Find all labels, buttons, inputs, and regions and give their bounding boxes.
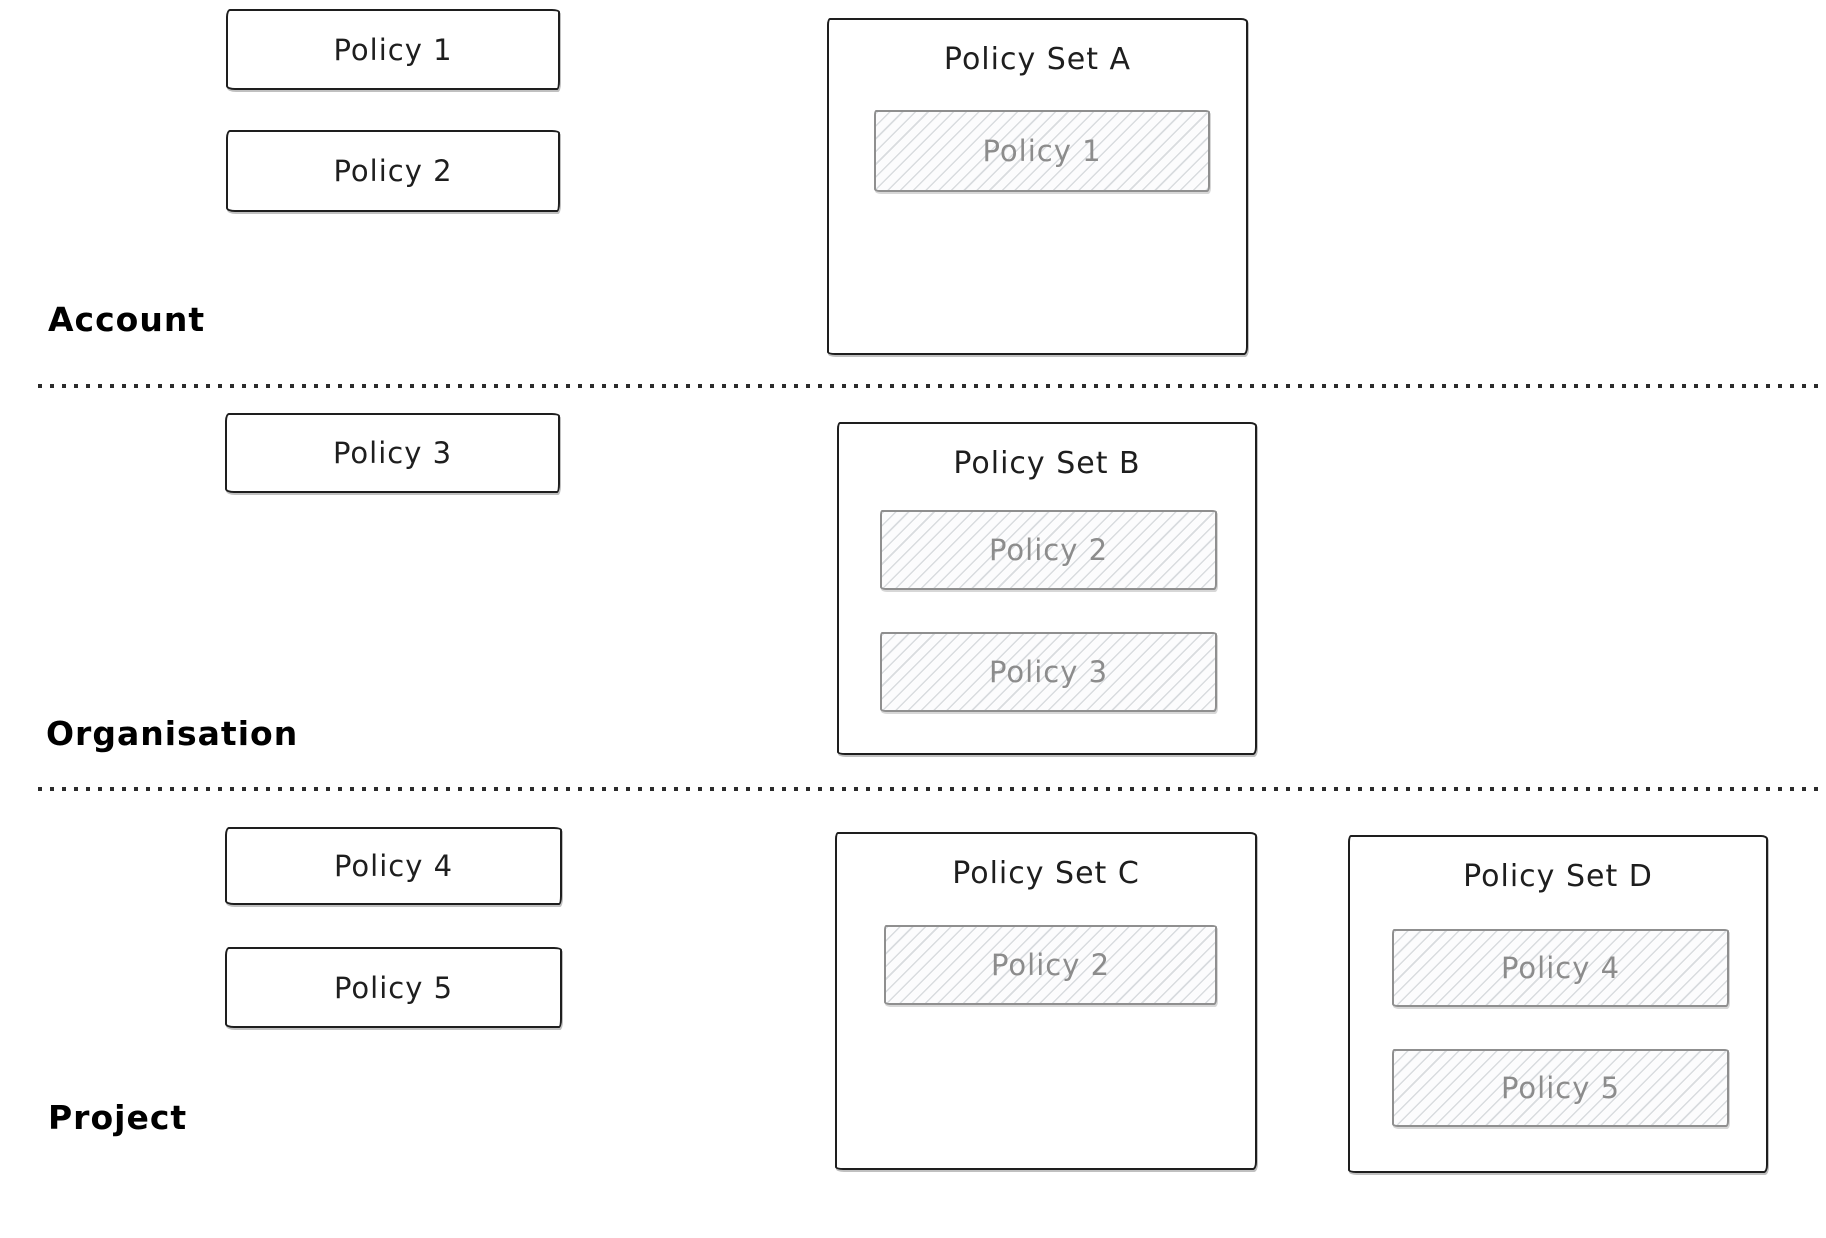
policy-box-label: Policy 5 (333, 970, 454, 1005)
policy-set-member-label: Policy 2 (988, 533, 1109, 567)
policy-set-member-label: Policy 2 (990, 948, 1111, 982)
policy-set-member-label: Policy 1 (982, 134, 1102, 168)
band-divider (38, 384, 1826, 388)
band-label-account: Account (48, 300, 206, 339)
policy-set-container: Policy Set C Policy 2 (835, 832, 1257, 1170)
policy-set-member: Policy 5 (1392, 1049, 1729, 1127)
policy-box-label: Policy 2 (333, 154, 453, 188)
policy-set-container: Policy Set D Policy 4 Policy 5 (1348, 835, 1768, 1173)
band-label-project: Project (48, 1098, 188, 1137)
policy-box: Policy 3 (225, 413, 560, 493)
policy-box: Policy 4 (225, 827, 562, 905)
policy-set-container: Policy Set B Policy 2 Policy 3 (837, 422, 1257, 755)
policy-box-label: Policy 4 (333, 849, 454, 883)
policy-box: Policy 5 (225, 947, 562, 1028)
policy-box: Policy 2 (226, 130, 560, 212)
policy-box-label: Policy 3 (332, 436, 453, 470)
policy-set-member-label: Policy 4 (1500, 951, 1621, 985)
policy-set-container: Policy Set A Policy 1 (827, 18, 1248, 355)
policy-set-member-label: Policy 3 (988, 655, 1109, 689)
policy-set-title: Policy Set D (1463, 859, 1653, 894)
policy-set-title: Policy Set B (953, 446, 1141, 481)
policy-set-member-label: Policy 5 (1500, 1071, 1621, 1105)
policy-set-member: Policy 4 (1392, 929, 1729, 1007)
policy-set-member: Policy 2 (884, 925, 1217, 1005)
policy-set-title: Policy Set A (943, 42, 1132, 77)
policy-set-member: Policy 2 (880, 510, 1217, 590)
policy-set-member: Policy 3 (880, 632, 1217, 712)
policy-box: Policy 1 (226, 9, 560, 90)
policy-box-label: Policy 1 (333, 32, 453, 67)
band-divider (38, 787, 1826, 791)
policy-set-member: Policy 1 (874, 110, 1210, 192)
policy-set-title: Policy Set C (952, 856, 1140, 891)
band-label-organisation: Organisation (46, 714, 299, 753)
